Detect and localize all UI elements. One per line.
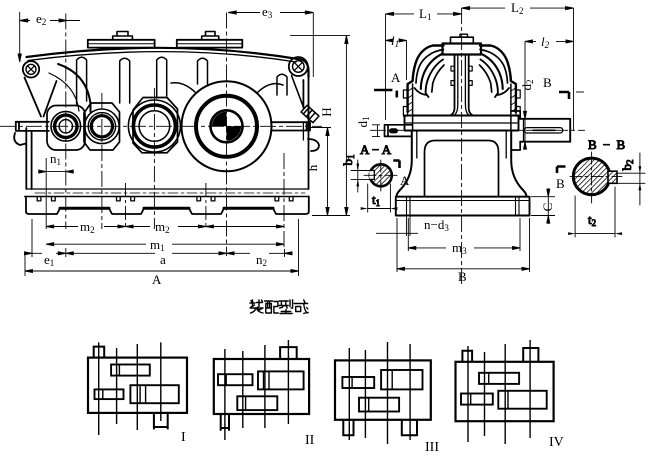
svg-text:A: A: [400, 173, 410, 188]
svg-text:A − A: A − A: [360, 142, 392, 157]
svg-text:n−d3: n−d3: [424, 217, 449, 233]
svg-text:l2: l2: [541, 34, 550, 50]
svg-text:B − B: B − B: [588, 137, 627, 152]
svg-text:A: A: [152, 272, 162, 287]
svg-text:m1: m1: [150, 237, 165, 253]
svg-text:L1: L1: [419, 6, 431, 22]
svg-text:a: a: [160, 252, 166, 267]
svg-text:l1: l1: [391, 33, 399, 49]
svg-text:C: C: [540, 203, 555, 212]
svg-text:n1: n1: [50, 151, 61, 167]
svg-text:d2: d2: [519, 80, 535, 91]
svg-text:II: II: [305, 433, 315, 448]
svg-text:h: h: [305, 164, 320, 171]
svg-text:B: B: [543, 75, 552, 90]
svg-text:n2: n2: [256, 252, 267, 268]
svg-text:t2: t2: [588, 212, 596, 228]
svg-text:A: A: [391, 70, 401, 85]
svg-text:m2: m2: [155, 219, 170, 235]
svg-text:III: III: [425, 440, 439, 455]
svg-text:e2: e2: [36, 11, 46, 27]
svg-text:IV: IV: [549, 435, 564, 450]
svg-text:b1: b1: [340, 155, 356, 166]
svg-text:m2: m2: [80, 219, 95, 235]
svg-text:d1: d1: [355, 117, 371, 128]
svg-text:b2: b2: [619, 160, 635, 171]
svg-text:e1: e1: [44, 252, 54, 268]
svg-text:H: H: [319, 107, 334, 116]
svg-text:e3: e3: [262, 4, 273, 20]
svg-text:I: I: [181, 430, 186, 445]
svg-text:L2: L2: [511, 0, 523, 16]
svg-text:B: B: [556, 176, 565, 191]
svg-text:m3: m3: [452, 240, 467, 256]
svg-text:B: B: [458, 269, 467, 284]
svg-text:t1: t1: [372, 192, 380, 208]
